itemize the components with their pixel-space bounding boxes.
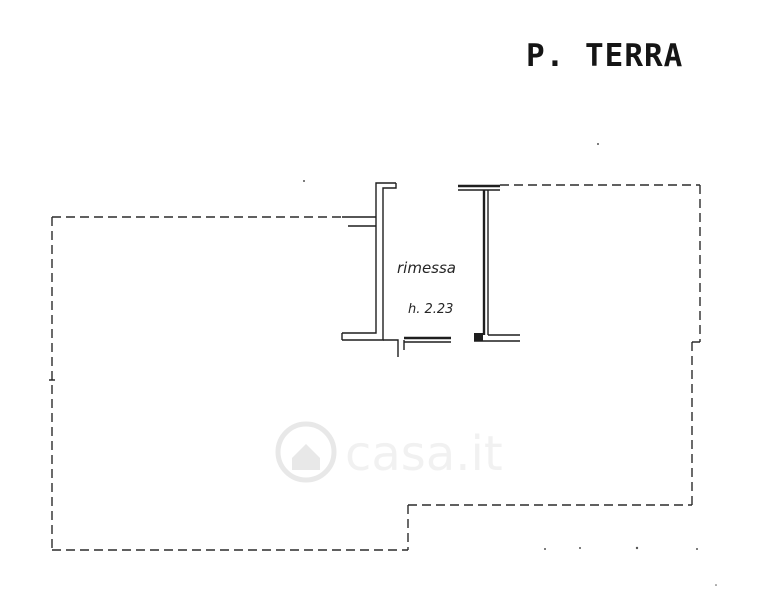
outline-ticks bbox=[49, 341, 700, 381]
watermark: casa.it bbox=[275, 421, 503, 483]
floor-title: P. TERRA bbox=[526, 38, 683, 74]
room-height-note: h. 2.23 bbox=[408, 302, 453, 317]
right-area-outline bbox=[408, 184, 701, 506]
rimessa-walls bbox=[341, 182, 520, 357]
house-icon bbox=[275, 421, 337, 483]
room-label: rimessa bbox=[397, 259, 456, 277]
watermark-text: casa.it bbox=[345, 426, 503, 482]
left-area-outline bbox=[51, 216, 409, 551]
scan-specks bbox=[303, 143, 717, 586]
